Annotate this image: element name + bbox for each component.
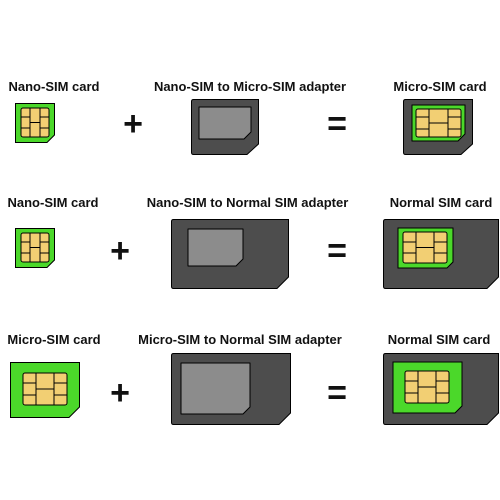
row3-plus: + xyxy=(110,374,130,412)
chip-contacts-icon xyxy=(20,232,50,263)
row1-left-label: Nano-SIM card xyxy=(8,79,100,94)
row1-plus: + xyxy=(123,105,143,143)
micro-sim-card-result-icon xyxy=(403,99,473,155)
nano-sim-card-icon xyxy=(15,103,55,143)
chip-contacts-icon xyxy=(22,372,68,406)
row3-equals: = xyxy=(327,374,347,412)
micro-sim-card-icon xyxy=(10,362,80,418)
row2-result-label: Normal SIM card xyxy=(389,195,493,210)
row1-adapter-label: Nano-SIM to Micro-SIM adapter xyxy=(153,79,347,94)
micro-sim-adapter-icon xyxy=(191,99,259,155)
nano-sim-card-icon xyxy=(15,228,55,268)
row1-equals: = xyxy=(327,105,347,143)
row1-result-label: Micro-SIM card xyxy=(393,79,487,94)
row3-adapter-label: Micro-SIM to Normal SIM adapter xyxy=(138,332,342,347)
normal-sim-card-result-icon xyxy=(383,353,499,425)
row3-left-label: Micro-SIM card xyxy=(7,332,101,347)
row2-adapter-label: Nano-SIM to Normal SIM adapter xyxy=(146,195,349,210)
chip-contacts-icon xyxy=(20,107,50,138)
normal-sim-adapter-icon xyxy=(171,219,289,289)
row2-plus: + xyxy=(110,232,130,270)
normal-sim-adapter-icon xyxy=(171,353,291,425)
row2-left-label: Nano-SIM card xyxy=(7,195,99,210)
row2-equals: = xyxy=(327,232,347,270)
row3-result-label: Normal SIM card xyxy=(387,332,491,347)
normal-sim-card-result-icon xyxy=(383,219,499,289)
